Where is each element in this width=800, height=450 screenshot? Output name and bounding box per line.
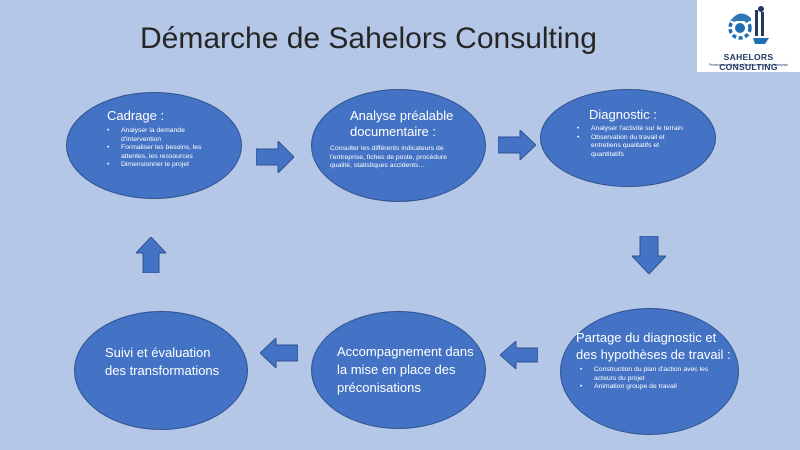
heading-line: préconisations [337,380,421,395]
heading-line: documentaire : [350,124,436,139]
step-analyse-heading: Analyse préalable documentaire : [350,108,453,140]
heading-line: Suivi et évaluation [105,345,211,360]
step-diagnostic-node: Diagnostic : Analyser l'activité sur le … [540,89,716,187]
step-analyse-node: Analyse préalable documentaire : Consult… [311,89,486,202]
gear-helmet-icon [728,6,769,44]
step-partage-heading: Partage du diagnostic et des hypothèses … [576,329,731,363]
arrow-right-icon [256,141,294,173]
bullet-item: Observation du travail et entretiens qua… [575,134,687,160]
heading-line: Partage du diagnostic et [576,330,717,345]
step-partage-bullets: Construction du plan d'action avec les a… [578,366,730,392]
arrow-down-icon [632,236,666,274]
heading-line: Analyse préalable [350,108,454,123]
diagram-title: Démarche de Sahelors Consulting [140,22,597,55]
step-analyse-description: Consulter les différents indicateurs de … [330,145,447,169]
arrow-right-icon [498,130,536,160]
bullet-item: Dimensionner le projet [105,161,225,170]
logo-tagline: Performance, Qualité et Santé au service… [708,63,789,67]
arrow-up-icon [136,237,166,273]
bullet-item: Analyser l'activité sur le terrain [575,125,715,134]
step-suivi-node: Suivi et évaluation des transformations [74,311,248,430]
arrow-left-icon [500,341,538,369]
step-suivi-heading: Suivi et évaluation des transformations [105,344,219,380]
bullet-item: Analyser la demande d'intervention [105,127,225,144]
step-cadrage-node: Cadrage : Analyser la demande d'interven… [66,92,242,199]
arrow-left-icon [260,338,298,368]
heading-line: la mise en place des [337,362,456,377]
step-accompagnement-heading: Accompagnement dans la mise en place des… [337,343,474,397]
step-diagnostic-bullets: Analyser l'activité sur le terrain Obser… [575,125,715,159]
step-accompagnement-node: Accompagnement dans la mise en place des… [311,311,486,429]
heading-line: des hypothèses de travail : [576,347,731,362]
company-logo: SAHELORS CONSULTING Performance, Qualité… [697,0,800,72]
step-cadrage-bullets: Analyser la demande d'intervention Forma… [105,127,225,170]
heading-line: des transformations [105,363,220,378]
bullet-item: Construction du plan d'action avec les a… [578,366,730,383]
step-diagnostic-heading: Diagnostic : [589,107,657,122]
bullet-item: Animation groupe de travail [578,383,730,392]
logo-company-name: SAHELORS CONSULTING [719,52,778,72]
heading-line: Accompagnement dans [337,344,474,359]
step-partage-node: Partage du diagnostic et des hypothèses … [560,308,739,435]
bullet-item: Formaliser les besoins, les attentes, le… [105,144,225,161]
step-cadrage-heading: Cadrage : [107,108,165,123]
